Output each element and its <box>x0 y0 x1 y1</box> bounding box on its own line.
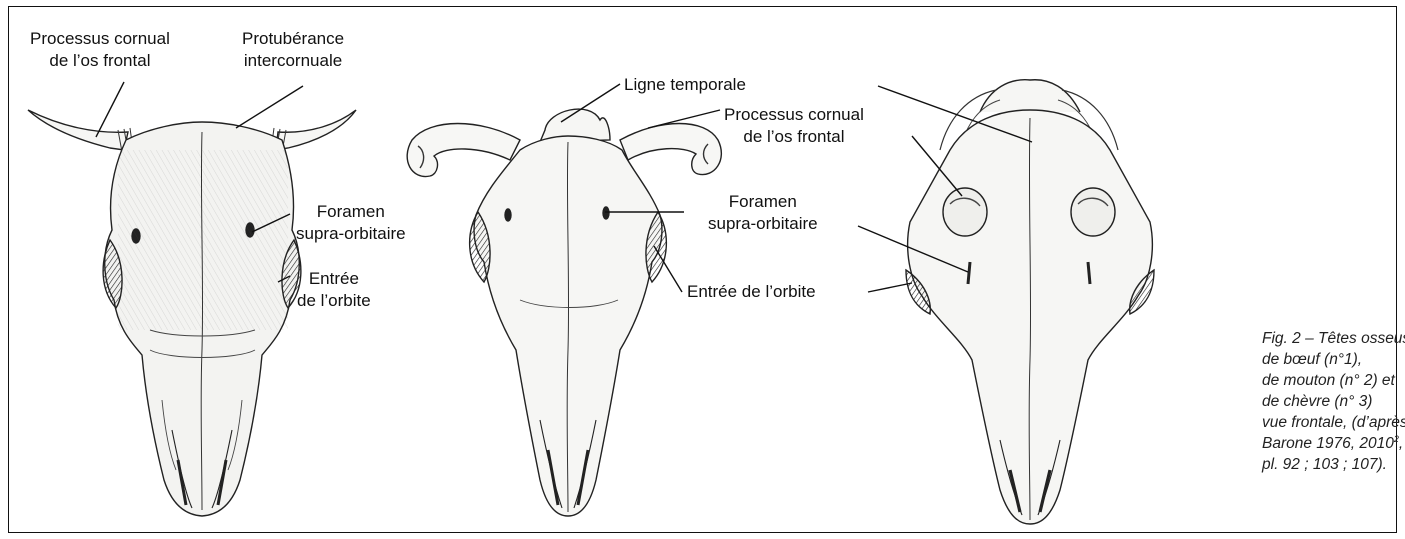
label-foramen-supra-orbitaire-2: Foramen supra-orbitaire <box>708 191 818 235</box>
figure-caption: Fig. 2 – Têtes osseuses de bœuf (n°1), d… <box>1262 328 1402 475</box>
sheep-right-horn <box>620 124 721 175</box>
label-processus-cornual-1: Processus cornual de l’os frontal <box>30 28 170 72</box>
leader-protuberance <box>236 86 303 128</box>
label-entree-orbite-1: Entrée de l’orbite <box>297 268 371 312</box>
sheep-skull <box>407 109 721 516</box>
caption-line-5: vue frontale, (d’après <box>1262 412 1402 433</box>
cow-skull <box>28 110 356 516</box>
caption-line-1: Fig. 2 – Têtes osseuses <box>1262 328 1402 349</box>
caption-line-3: de mouton (n° 2) et <box>1262 370 1402 391</box>
label-protuberance-intercornuale: Protubérance intercornuale <box>242 28 344 72</box>
caption-line-4: de chèvre (n° 3) <box>1262 391 1402 412</box>
cow-right-horn <box>276 110 356 150</box>
caption-line-6: Barone 1976, 20102, <box>1262 433 1402 454</box>
label-processus-cornual-2: Processus cornual de l’os frontal <box>724 104 864 148</box>
goat-right-horn-core <box>1071 188 1115 236</box>
goat-left-horn-core <box>943 188 987 236</box>
goat-skull <box>906 80 1154 524</box>
label-foramen-supra-orbitaire-1: Foramen supra-orbitaire <box>296 201 406 245</box>
sheep-left-horn <box>407 124 520 177</box>
leader-entree-3 <box>868 283 912 292</box>
leader-processus-cornual-1 <box>96 82 124 137</box>
caption-line-7: pl. 92 ; 103 ; 107). <box>1262 454 1402 475</box>
label-ligne-temporale: Ligne temporale <box>624 74 746 96</box>
label-entree-orbite-2: Entrée de l’orbite <box>687 281 816 303</box>
caption-line-2: de bœuf (n°1), <box>1262 349 1402 370</box>
cow-left-horn <box>28 110 128 150</box>
